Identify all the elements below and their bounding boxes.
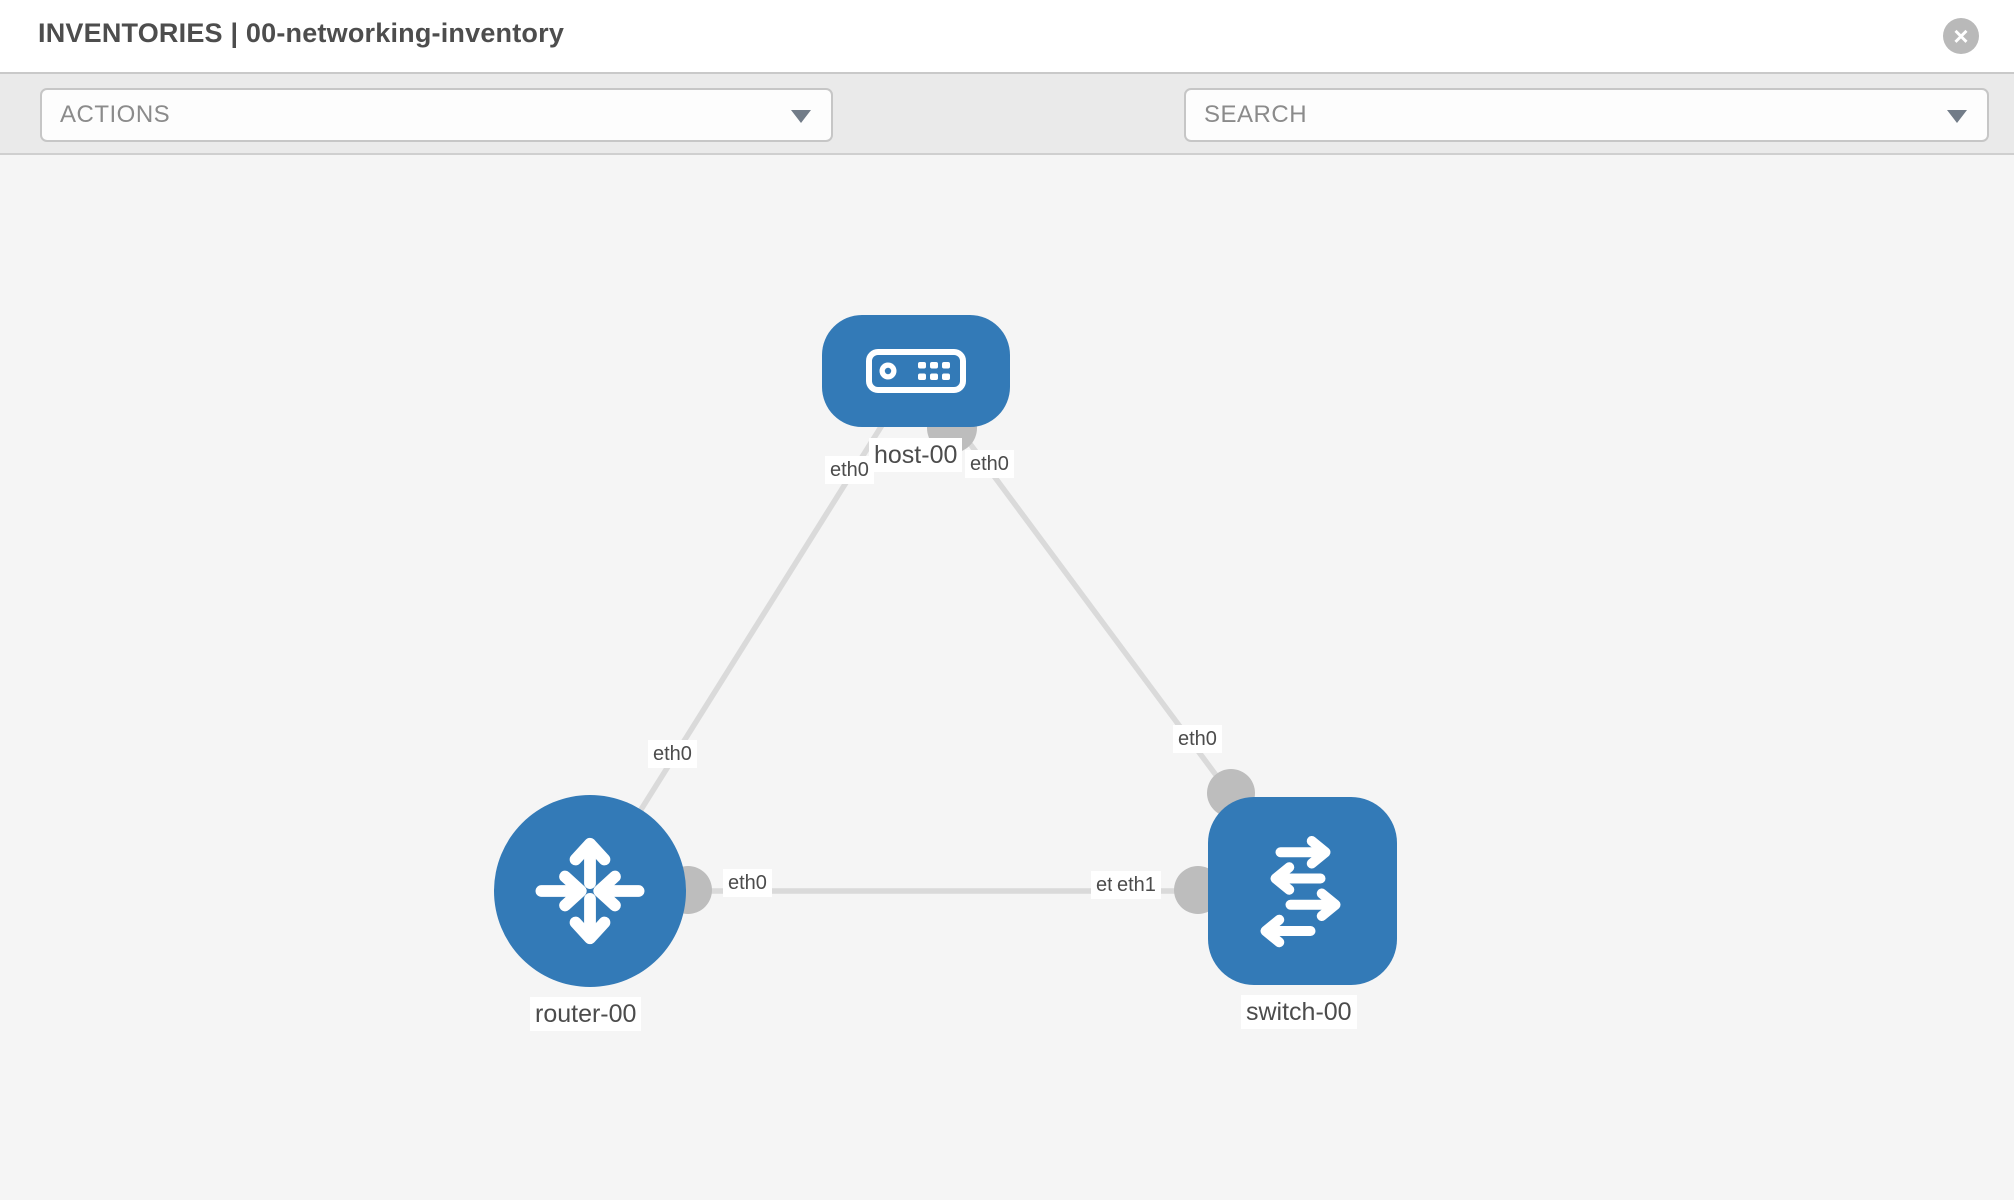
close-icon[interactable]: × bbox=[1943, 18, 1979, 54]
interface-label: eth0 bbox=[648, 740, 697, 768]
interface-label: eth1 bbox=[1112, 871, 1161, 899]
toolbar: ACTIONS SEARCH bbox=[0, 72, 2014, 204]
host-device-icon bbox=[866, 349, 966, 393]
search-dropdown[interactable]: SEARCH bbox=[1184, 88, 1989, 142]
node-host-00[interactable] bbox=[822, 315, 1010, 427]
search-placeholder: SEARCH bbox=[1204, 101, 1308, 128]
router-arrows-icon bbox=[535, 837, 645, 945]
actions-dropdown-label: ACTIONS bbox=[60, 101, 171, 128]
interface-label: eth0 bbox=[723, 869, 772, 897]
page-title: INVENTORIES | 00-networking-inventory bbox=[38, 18, 565, 48]
links-layer bbox=[587, 369, 1305, 914]
interface-label: eth0 bbox=[965, 450, 1014, 478]
node-label-host: host-00 bbox=[869, 438, 963, 472]
chevron-down-icon bbox=[1947, 110, 1967, 123]
switch-arrows-icon bbox=[1260, 836, 1340, 948]
actions-dropdown[interactable]: ACTIONS bbox=[40, 88, 833, 142]
interface-label: eth0 bbox=[1173, 725, 1222, 753]
panel-header: INVENTORIES | 00-networking-inventory × bbox=[0, 0, 2014, 72]
node-label-router: router-00 bbox=[530, 997, 642, 1031]
topology-canvas[interactable]: host-00 router-00 switch-00 eth0 eth0 et… bbox=[0, 155, 2014, 1200]
node-label-switch: switch-00 bbox=[1241, 995, 1357, 1029]
interface-label: eth0 bbox=[825, 456, 874, 484]
chevron-down-icon bbox=[791, 110, 811, 123]
node-router-00[interactable] bbox=[494, 795, 686, 987]
node-switch-00[interactable] bbox=[1208, 797, 1397, 985]
close-glyph: × bbox=[1953, 21, 1969, 51]
